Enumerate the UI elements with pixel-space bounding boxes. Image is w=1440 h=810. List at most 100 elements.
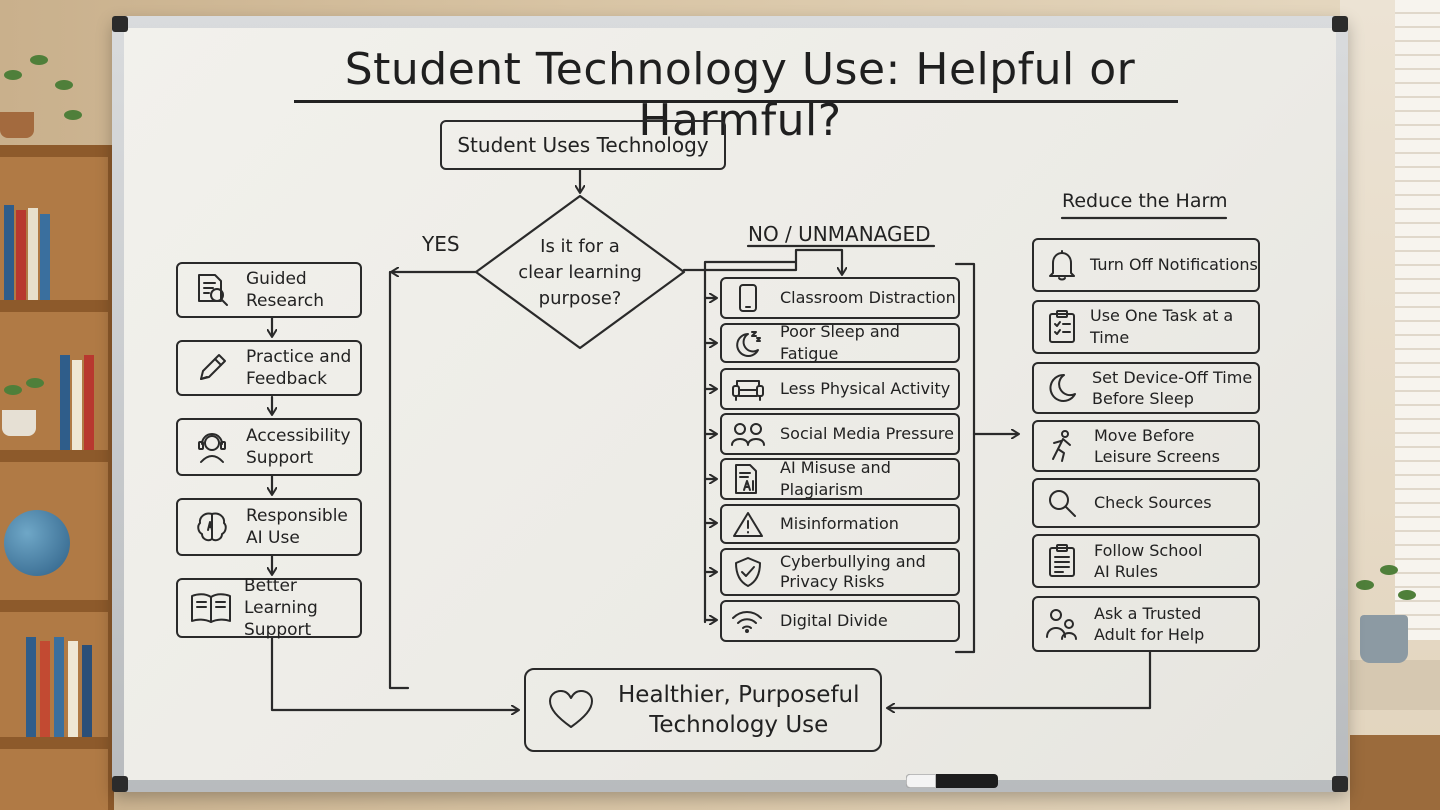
reduce-title: Reduce the Harm	[1062, 190, 1228, 212]
book	[84, 355, 94, 450]
plant-leaf	[1356, 580, 1374, 590]
book	[40, 641, 50, 737]
harm-box-physical-activity: Less Physical Activity	[720, 368, 960, 410]
helpful-label: Accessibility Support	[246, 426, 351, 468]
plant-leaf	[30, 55, 48, 65]
plant-leaf	[55, 80, 73, 90]
harm-box-digital-divide: Digital Divide	[720, 600, 960, 642]
no-label: NO / UNMANAGED	[748, 222, 931, 246]
solution-label: Turn Off Notifications	[1090, 255, 1258, 274]
outcome-box: Healthier, Purposeful Technology Use	[524, 668, 882, 752]
harm-box-misinformation: Misinformation	[720, 504, 960, 544]
harm-label: Poor Sleep and Fatigue	[780, 322, 900, 363]
helpful-box-accessibility: Accessibility Support	[176, 418, 362, 476]
harm-label: AI Misuse and Plagiarism	[780, 458, 891, 499]
solution-box-one-task: Use One Task at a Time	[1032, 300, 1260, 354]
warning-icon	[732, 510, 764, 538]
solution-box-check-sources: Check Sources	[1032, 478, 1260, 528]
research-icon	[190, 271, 234, 309]
window-sill	[1350, 660, 1440, 710]
outcome-label: Healthier, Purposeful Technology Use	[618, 682, 860, 738]
plant-pot-shelf	[2, 410, 36, 436]
plant-pot-left	[0, 112, 34, 138]
side-table	[1350, 735, 1440, 810]
sleep-moon-icon	[732, 328, 764, 358]
decision-label: Is it for a clear learning purpose?	[518, 236, 642, 309]
harm-label: Classroom Distraction	[780, 288, 956, 307]
harm-box-poor-sleep: Poor Sleep and Fatigue	[720, 322, 960, 363]
book	[82, 645, 92, 737]
harm-box-social-media: Social Media Pressure	[720, 413, 960, 455]
shelf-board	[0, 145, 108, 157]
frame-corner	[1332, 776, 1348, 792]
solution-box-move: Move Before Leisure Screens	[1032, 420, 1260, 472]
plant-leaf	[26, 378, 44, 388]
couch-icon	[730, 376, 766, 402]
harm-label: Digital Divide	[780, 611, 888, 630]
helpful-box-guided-research: Guided Research	[176, 262, 362, 318]
harm-box-cyberbullying: Cyberbullying and Privacy Risks	[720, 548, 960, 596]
frame-corner	[1332, 16, 1348, 32]
book	[68, 641, 78, 737]
shelf-board	[0, 300, 108, 312]
heart-icon	[546, 689, 596, 731]
book	[28, 208, 38, 300]
book	[26, 637, 36, 737]
plant-leaf	[1380, 565, 1398, 575]
start-label: Student Uses Technology	[457, 133, 709, 157]
frame-corner	[112, 776, 128, 792]
shelf-board	[0, 737, 108, 749]
solution-label: Ask a Trusted Adult for Help	[1094, 604, 1205, 644]
helpful-label: Responsible AI Use	[246, 506, 348, 548]
wifi-icon	[730, 608, 764, 634]
adult-child-icon	[1044, 607, 1080, 641]
pencil-icon	[190, 349, 234, 387]
harm-label: Cyberbullying and Privacy Risks	[780, 552, 926, 591]
book-icon	[188, 591, 234, 625]
helpful-label: Better Learning Support	[244, 576, 318, 640]
solution-box-trusted-adult: Ask a Trusted Adult for Help	[1032, 596, 1260, 652]
book	[40, 214, 50, 300]
start-box: Student Uses Technology	[440, 120, 726, 170]
solution-label: Use One Task at a Time	[1090, 306, 1234, 347]
magnifier-icon	[1044, 487, 1080, 519]
book	[60, 355, 70, 450]
plant-leaf	[4, 70, 22, 80]
shelf-board	[0, 600, 108, 612]
solution-label: Check Sources	[1094, 493, 1212, 512]
frame-corner	[112, 16, 128, 32]
phone-icon	[734, 283, 762, 313]
shield-icon	[732, 556, 764, 588]
yes-label: YES	[422, 232, 460, 256]
globe	[4, 510, 70, 576]
shelf-board	[0, 450, 108, 462]
harm-label: Social Media Pressure	[780, 424, 954, 443]
headset-icon	[190, 428, 234, 466]
book	[54, 637, 64, 737]
helpful-label: Guided Research	[246, 269, 324, 311]
running-icon	[1044, 429, 1080, 463]
solution-box-device-off: Set Device-Off Time Before Sleep	[1032, 362, 1260, 414]
solution-label: Follow School AI Rules	[1094, 541, 1203, 581]
bookshelf	[0, 145, 114, 810]
title-underline	[294, 100, 1178, 103]
solution-label: Move Before Leisure Screens	[1094, 426, 1220, 466]
window-blinds	[1395, 0, 1440, 640]
harm-label: Less Physical Activity	[780, 379, 951, 398]
marker-pen[interactable]	[906, 774, 998, 788]
harm-box-classroom-distraction: Classroom Distraction	[720, 277, 960, 319]
solution-label: Set Device-Off Time Before Sleep	[1092, 368, 1253, 408]
plant-pot-right	[1360, 615, 1408, 663]
board-title: Student Technology Use: Helpful or Harmf…	[344, 44, 1136, 146]
book	[4, 205, 14, 300]
helpful-label: Practice and Feedback	[246, 347, 352, 389]
clipboard-icon	[1044, 544, 1080, 578]
plant-leaf	[1398, 590, 1416, 600]
checklist-icon	[1044, 310, 1080, 344]
book	[72, 360, 82, 450]
book	[16, 210, 26, 300]
helpful-box-practice-feedback: Practice and Feedback	[176, 340, 362, 396]
helpful-box-better-learning: Better Learning Support	[176, 576, 362, 640]
ai-document-icon	[732, 463, 762, 495]
helpful-box-responsible-ai: Responsible AI Use	[176, 498, 362, 556]
